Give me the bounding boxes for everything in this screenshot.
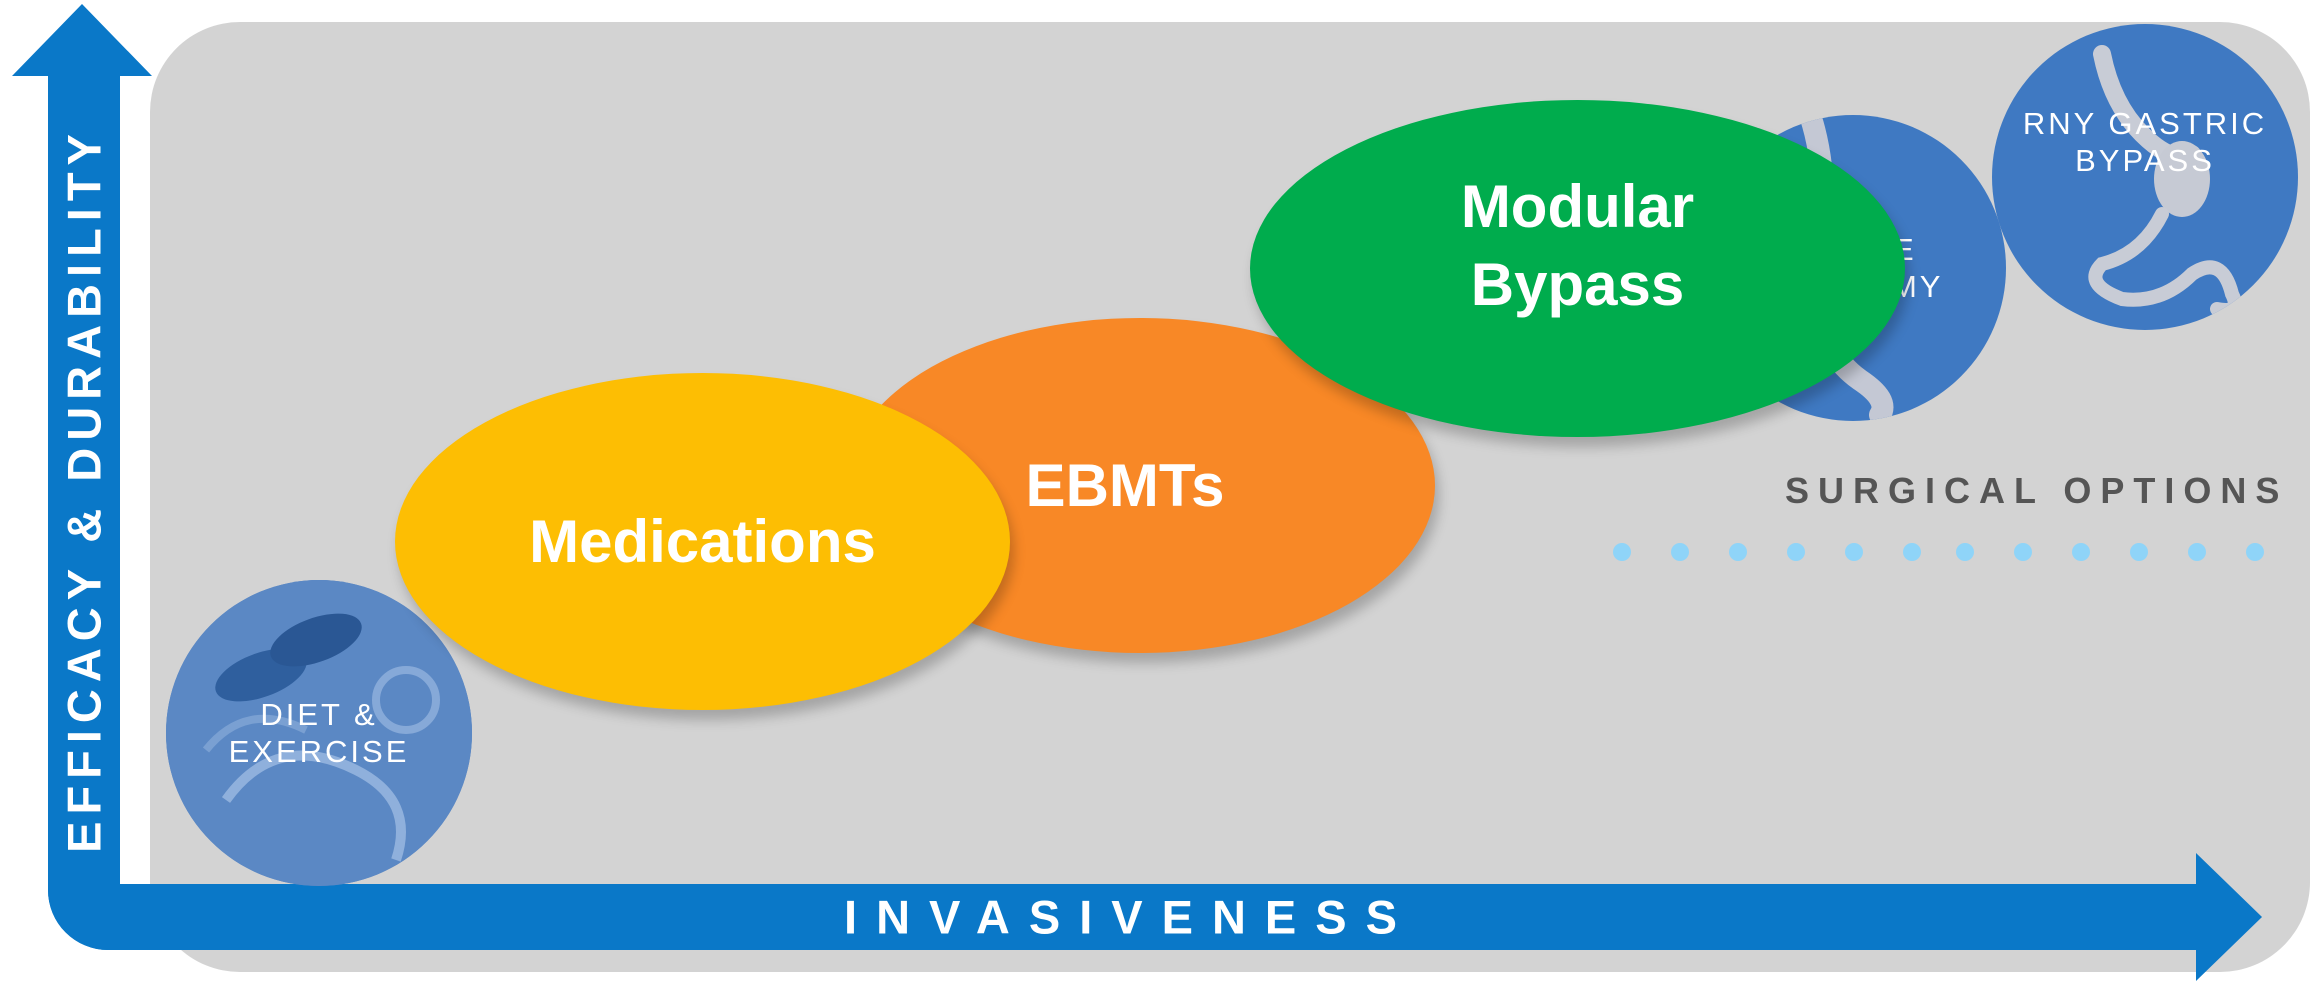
modular-label-line2: Bypass bbox=[1470, 251, 1685, 318]
diet-label-line2: EXERCISE bbox=[228, 734, 410, 769]
dot-2 bbox=[1671, 543, 1689, 561]
surgical-options-label: SURGICAL OPTIONS bbox=[1785, 470, 2289, 511]
rny-label-line1: RNY GASTRIC bbox=[2022, 105, 2268, 141]
dot-11 bbox=[2188, 543, 2206, 561]
y-axis-arrow-shaft bbox=[48, 70, 120, 950]
x-axis-label: INVASIVENESS bbox=[844, 890, 1416, 944]
diet-illustration-icon bbox=[166, 580, 472, 886]
medications-label: Medications bbox=[529, 508, 876, 575]
dot-4 bbox=[1787, 543, 1805, 561]
modular-label-line1: Modular bbox=[1460, 173, 1695, 240]
medications-ellipse: Medications bbox=[395, 373, 1010, 710]
dot-10 bbox=[2130, 543, 2148, 561]
ebmts-label: EBMTs bbox=[1025, 452, 1225, 519]
diet-exercise-circle: DIET &EXERCISE bbox=[166, 580, 472, 886]
dot-5 bbox=[1845, 543, 1863, 561]
diet-label-line1: DIET & bbox=[260, 696, 378, 732]
x-axis-arrow-head bbox=[2196, 853, 2262, 981]
dot-7 bbox=[1956, 543, 1974, 561]
x-axis-arrow-shaft bbox=[48, 884, 2198, 950]
dot-9 bbox=[2072, 543, 2090, 561]
gastric-bypass-icon bbox=[2088, 45, 2242, 317]
dot-8 bbox=[2014, 543, 2032, 561]
rny-label-line2: BYPASS bbox=[2075, 143, 2215, 178]
surgical-options-dotted-line bbox=[1613, 543, 2264, 561]
dot-12 bbox=[2246, 543, 2264, 561]
y-axis-arrow-head bbox=[12, 4, 152, 76]
y-axis-label: EFFICACY & DURABILITY bbox=[57, 127, 111, 853]
dot-6 bbox=[1903, 543, 1921, 561]
dot-1 bbox=[1613, 543, 1631, 561]
dot-3 bbox=[1729, 543, 1747, 561]
